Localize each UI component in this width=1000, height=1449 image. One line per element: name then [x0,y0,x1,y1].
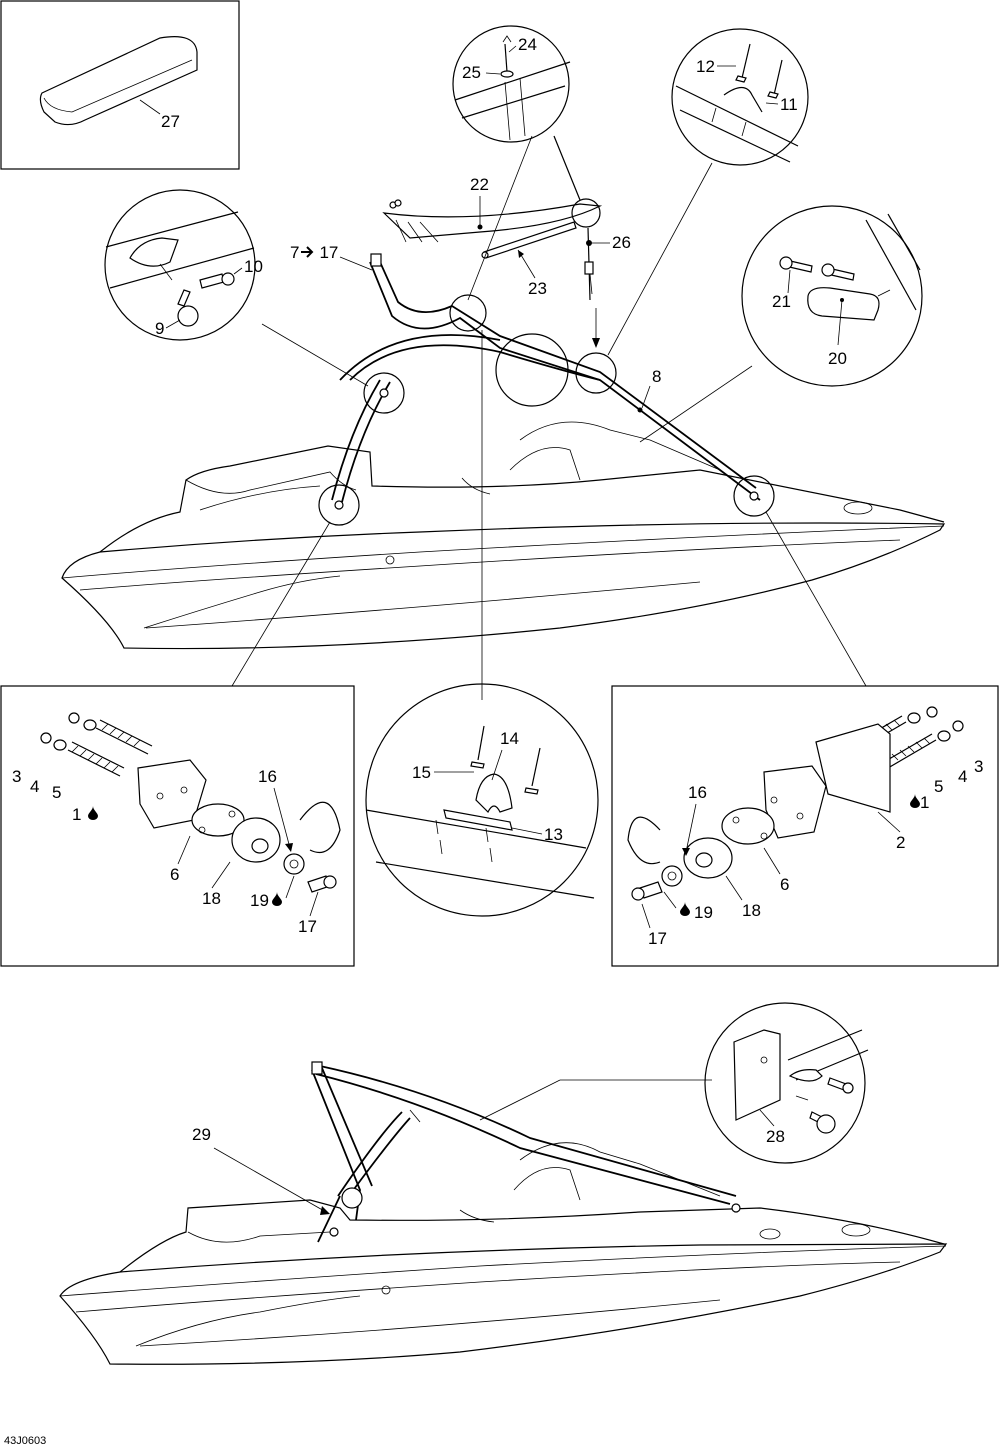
loctite-drop-icon [272,892,282,906]
callout-21: 21 [772,292,791,311]
inset-right-mount: 3 4 5 1 2 16 6 18 19 17 [611,685,999,967]
detail-circle-11-12: 12 11 [671,28,809,166]
detail-circle-13-15: 14 15 13 [365,683,599,917]
callout-17-right: 17 [648,929,667,948]
loctite-drop-icon [910,794,920,808]
arrow-right-icon [301,246,314,258]
callout-18-right: 18 [742,901,761,920]
detail-circle-28: 28 [704,1002,869,1164]
callout-5-right: 5 [934,777,943,796]
callout-19-right: 19 [694,903,713,922]
detail-circle-20-21: 21 20 [741,205,923,387]
callout-29: 29 [192,1125,211,1144]
callout-12: 12 [696,57,715,76]
detail-circle-9-10: 10 9 [104,189,263,341]
diagram-code: 43J0603 [4,1435,46,1447]
inset-cushion: 27 [0,0,240,170]
callout-16-right: 16 [688,783,707,802]
callout-28: 28 [766,1127,785,1146]
callout-5-left: 5 [52,783,61,802]
callout-10: 10 [244,257,263,276]
callout-20: 20 [828,349,847,368]
callout-22: 22 [470,175,489,194]
callout-18-left: 18 [202,889,221,908]
detail-circle-24-25: 24 25 [452,25,571,143]
loctite-drop-icon [680,902,690,916]
callout-6-right: 6 [780,875,789,894]
callout-3-right: 3 [974,757,983,776]
callout-4-right: 4 [958,767,967,786]
boat-top-view: 8 [61,135,946,700]
callout-4-left: 4 [30,777,39,796]
callout-15: 15 [412,763,431,782]
callout-9: 9 [155,319,164,338]
callout-23: 23 [528,279,547,298]
callout-11: 11 [780,95,798,114]
callout-14: 14 [500,729,519,748]
callout-3-left: 3 [12,767,21,786]
callout-6-left: 6 [170,865,179,884]
callout-1-right: 1 [920,793,929,812]
callout-25: 25 [462,63,481,82]
callout-26: 26 [612,233,631,252]
callout-17-left: 17 [298,917,317,936]
callout-16-left: 16 [258,767,277,786]
callout-24: 24 [518,35,537,54]
callout-1-left: 1 [72,805,81,824]
boat-bottom-view: 29 [59,1061,948,1365]
loctite-drop-icon [88,806,98,820]
callout-2: 2 [896,833,905,852]
callout-8: 8 [652,367,661,386]
callout-19-left: 19 [250,891,269,910]
inset-left-mount: 3 4 5 1 16 6 18 19 17 [0,685,355,967]
callout-13: 13 [544,825,563,844]
callout-27: 27 [161,112,180,131]
